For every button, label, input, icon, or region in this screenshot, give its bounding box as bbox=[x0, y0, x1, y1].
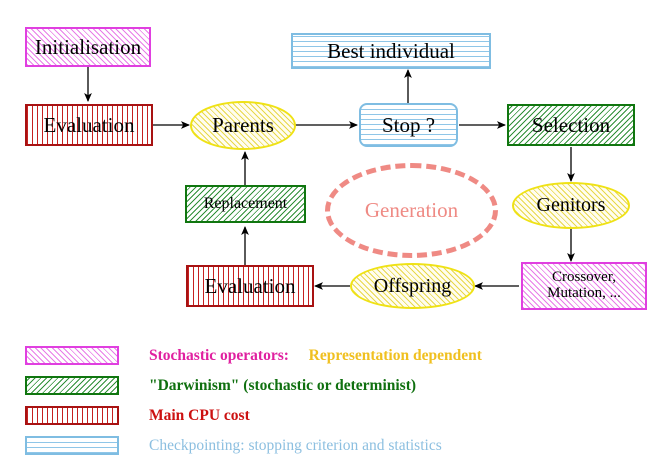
legend-row-stochastic-operators: Stochastic operators: Representation dep… bbox=[25, 346, 482, 365]
legend-label-primary-2: Main CPU cost bbox=[149, 406, 250, 424]
node-evaluation-bottom[interactable]: Evaluation bbox=[186, 265, 314, 307]
legend-row-checkpointing: Checkpointing: stopping criterion and st… bbox=[25, 436, 442, 455]
legend-label-primary-1: "Darwinism" (stochastic or determinist) bbox=[149, 376, 417, 394]
legend-label-secondary-0: Representation dependent bbox=[308, 346, 482, 364]
node-genitors[interactable]: Genitors bbox=[512, 182, 630, 229]
legend-text-main-cpu-cost: Main CPU cost bbox=[149, 407, 250, 425]
legend-label-primary-3: Checkpointing: stopping criterion and st… bbox=[149, 436, 442, 454]
legend-row-main-cpu-cost: Main CPU cost bbox=[25, 406, 250, 425]
legend-text-stochastic-operators: Stochastic operators: Representation dep… bbox=[149, 347, 482, 365]
node-evaluation-top-label: Evaluation bbox=[43, 112, 135, 137]
node-crossover-mutation-label-line1: Crossover, bbox=[552, 269, 616, 286]
node-selection[interactable]: Selection bbox=[507, 104, 635, 146]
node-initialisation-label: Initialisation bbox=[34, 34, 142, 59]
node-offspring[interactable]: Offspring bbox=[350, 263, 475, 309]
node-evaluation-bottom-label: Evaluation bbox=[204, 273, 296, 298]
legend-swatch-blue-horizontal-hatch-icon bbox=[25, 436, 119, 455]
legend-label-primary-0: Stochastic operators: bbox=[149, 346, 289, 364]
node-stop-label: Stop ? bbox=[381, 112, 436, 137]
node-replacement[interactable]: Replacement bbox=[185, 185, 306, 223]
node-generation-label: Generation bbox=[364, 198, 459, 223]
node-evaluation-top[interactable]: Evaluation bbox=[25, 104, 153, 146]
node-stop[interactable]: Stop ? bbox=[359, 103, 458, 147]
legend-swatch-magenta-diagonal-hatch-icon bbox=[25, 346, 119, 365]
node-crossover-mutation[interactable]: Crossover, Mutation, ... bbox=[521, 262, 647, 310]
node-initialisation[interactable]: Initialisation bbox=[25, 27, 151, 67]
legend-text-checkpointing: Checkpointing: stopping criterion and st… bbox=[149, 437, 442, 455]
node-genitors-label: Genitors bbox=[536, 194, 606, 216]
legend-row-darwinism: "Darwinism" (stochastic or determinist) bbox=[25, 376, 416, 395]
legend-swatch-red-vertical-hatch-icon bbox=[25, 406, 119, 425]
node-generation: Generation bbox=[325, 163, 498, 258]
node-replacement-label: Replacement bbox=[203, 194, 288, 212]
node-parents[interactable]: Parents bbox=[190, 101, 296, 150]
node-crossover-mutation-label-line2: Mutation, ... bbox=[547, 285, 621, 301]
node-offspring-label: Offspring bbox=[373, 274, 452, 297]
node-parents-label: Parents bbox=[212, 113, 274, 138]
node-best-individual[interactable]: Best individual bbox=[291, 33, 491, 69]
node-best-individual-label: Best individual bbox=[327, 38, 455, 63]
node-selection-label: Selection bbox=[531, 112, 611, 137]
legend-text-darwinism: "Darwinism" (stochastic or determinist) bbox=[149, 377, 416, 395]
legend-swatch-green-diagonal-hatch-icon bbox=[25, 376, 119, 395]
